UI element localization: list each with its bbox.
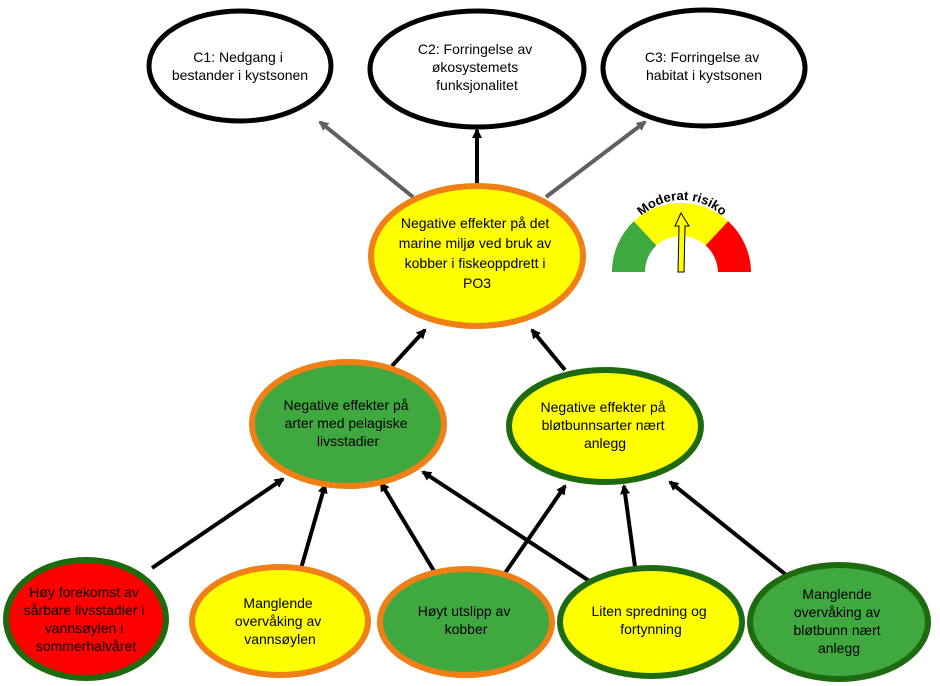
arrow-b4-to-pelagisk <box>421 470 599 588</box>
arrow-pelagisk-to-central <box>390 328 427 368</box>
central-node-label: Negative effekter på det marine miljø ve… <box>399 215 555 291</box>
mid-node-blotbunn: Negative effekter på bløtbunnsarter nært… <box>506 367 704 485</box>
arrow-b1-to-pelagisk <box>150 477 285 570</box>
mid-node-pelagisk: Negative effekter på arter med pelagiske… <box>249 359 447 489</box>
arrow-central-to-c1 <box>318 120 415 199</box>
consequence-c2-label: C2: Forringelse av økosystemets funksjon… <box>418 41 536 93</box>
central-node: Negative effekter på det marine miljø ve… <box>368 183 586 329</box>
consequence-c2: C2: Forringelse av økosystemets funksjon… <box>367 8 587 130</box>
bottom-node-b5-label: Manglende overvåking av bløtbunn nært an… <box>793 586 884 656</box>
arrow-b2-to-pelagisk <box>298 483 328 573</box>
bottom-node-b3-label: Høyt utslipp av kobber <box>418 603 514 637</box>
bottom-node-b2: Manglende overvåking av vannsøylen <box>189 564 371 678</box>
bottom-node-b4: Liten spredning og fortynning <box>557 565 745 679</box>
arrow-b5-to-blotbunn <box>668 480 792 580</box>
arrow-blotbunn-to-central <box>530 328 567 372</box>
consequence-c3-label: C3: Forringelse av habitat i kystsonen <box>645 49 763 83</box>
bottom-node-b1-label: Høy forekomst av sårbare livsstadier i v… <box>24 584 149 654</box>
risk-gauge: Moderat risiko <box>612 188 751 273</box>
bottom-node-b3: Høyt utslipp av kobber <box>377 566 555 678</box>
arrow-b3-to-pelagisk <box>379 481 439 578</box>
gauge-segment-green <box>612 221 657 272</box>
bottom-node-b4-label: Liten spredning og fortynning <box>591 603 710 637</box>
bottom-node-b5: Manglende overvåking av bløtbunn nært an… <box>747 562 931 682</box>
mid-node-pelagisk-label: Negative effekter på arter med pelagiske… <box>284 397 413 449</box>
arrow-central-to-c3 <box>544 120 647 199</box>
gauge-segment-red <box>705 221 751 272</box>
consequence-c1-label: C1: Nedgang i bestander i kystsonen <box>172 49 308 83</box>
consequence-c1: C1: Nedgang i bestander i kystsonen <box>146 8 334 124</box>
mid-node-blotbunn-label: Negative effekter på bløtbunnsarter nært… <box>541 399 670 451</box>
arrow-b4-to-blotbunn <box>620 484 638 575</box>
bottom-node-b2-label: Manglende overvåking av vannsøylen <box>235 595 325 647</box>
arrows <box>150 120 792 588</box>
bottom-node-b1: Høy forekomst av sårbare livsstadier i v… <box>3 557 169 681</box>
gauge-needle-arrow <box>674 211 690 273</box>
consequence-c3: C3: Forringelse av habitat i kystsonen <box>600 7 808 129</box>
arrow-b3-to-blotbunn <box>501 484 567 578</box>
